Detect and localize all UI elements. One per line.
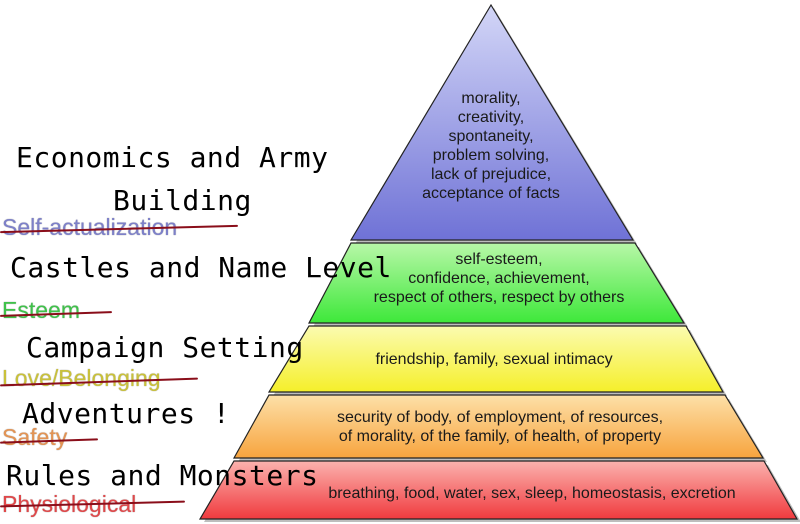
tier-text-line: problem solving, bbox=[432, 147, 550, 164]
label-safety: Safety bbox=[2, 424, 68, 450]
tier-text-line: of morality, of the family, of health, o… bbox=[338, 428, 662, 445]
tier-text-line: self-esteem, bbox=[455, 251, 543, 268]
tier-safety-shape bbox=[232, 394, 765, 459]
replacement-campaign: Campaign Setting bbox=[26, 331, 304, 364]
replacement-adventures: Adventures ! bbox=[22, 397, 231, 430]
tier-text-line: friendship, family, sexual intimacy bbox=[375, 351, 613, 368]
tier-physiological-text: breathing, food, water, sex, sleep, home… bbox=[282, 484, 782, 503]
tier-text-line: spontaneity, bbox=[448, 128, 534, 145]
tier-esteem-shape bbox=[308, 242, 686, 324]
replacement-rules: Rules and Monsters bbox=[6, 459, 319, 492]
replacement-castles: Castles and Name Level bbox=[10, 251, 392, 284]
tier-love-belonging-text: friendship, family, sexual intimacy bbox=[314, 350, 674, 369]
tier-physiological-shape bbox=[198, 460, 799, 520]
tier-safety-text: security of body, of employment, of reso… bbox=[290, 408, 710, 446]
tier-text-line: respect of others, respect by others bbox=[373, 289, 625, 306]
label-esteem: Esteem bbox=[2, 297, 80, 323]
tier-self-actualization-text: morality, creativity, spontaneity, probl… bbox=[394, 89, 588, 203]
tier-text-line: creativity, bbox=[457, 109, 525, 126]
tier-text-line: breathing, food, water, sex, sleep, home… bbox=[328, 485, 736, 502]
tier-self-actualization-shape bbox=[349, 3, 635, 241]
label-love-belonging: Love/Belonging bbox=[2, 365, 161, 391]
tier-text-line: confidence, achievement, bbox=[408, 270, 590, 287]
replacement-economics-line2: Building bbox=[113, 184, 252, 217]
tier-text-line: lack of prejudice, bbox=[430, 166, 552, 183]
replacement-economics-line1: Economics and Army bbox=[16, 141, 329, 174]
tier-love-belonging-shape bbox=[267, 325, 725, 393]
tier-text-line: security of body, of employment, of reso… bbox=[336, 409, 664, 426]
tier-text-line: acceptance of facts bbox=[422, 185, 560, 202]
tier-esteem-text: self-esteem, confidence, achievement, re… bbox=[334, 250, 664, 307]
tier-text-line: morality, bbox=[461, 90, 521, 107]
